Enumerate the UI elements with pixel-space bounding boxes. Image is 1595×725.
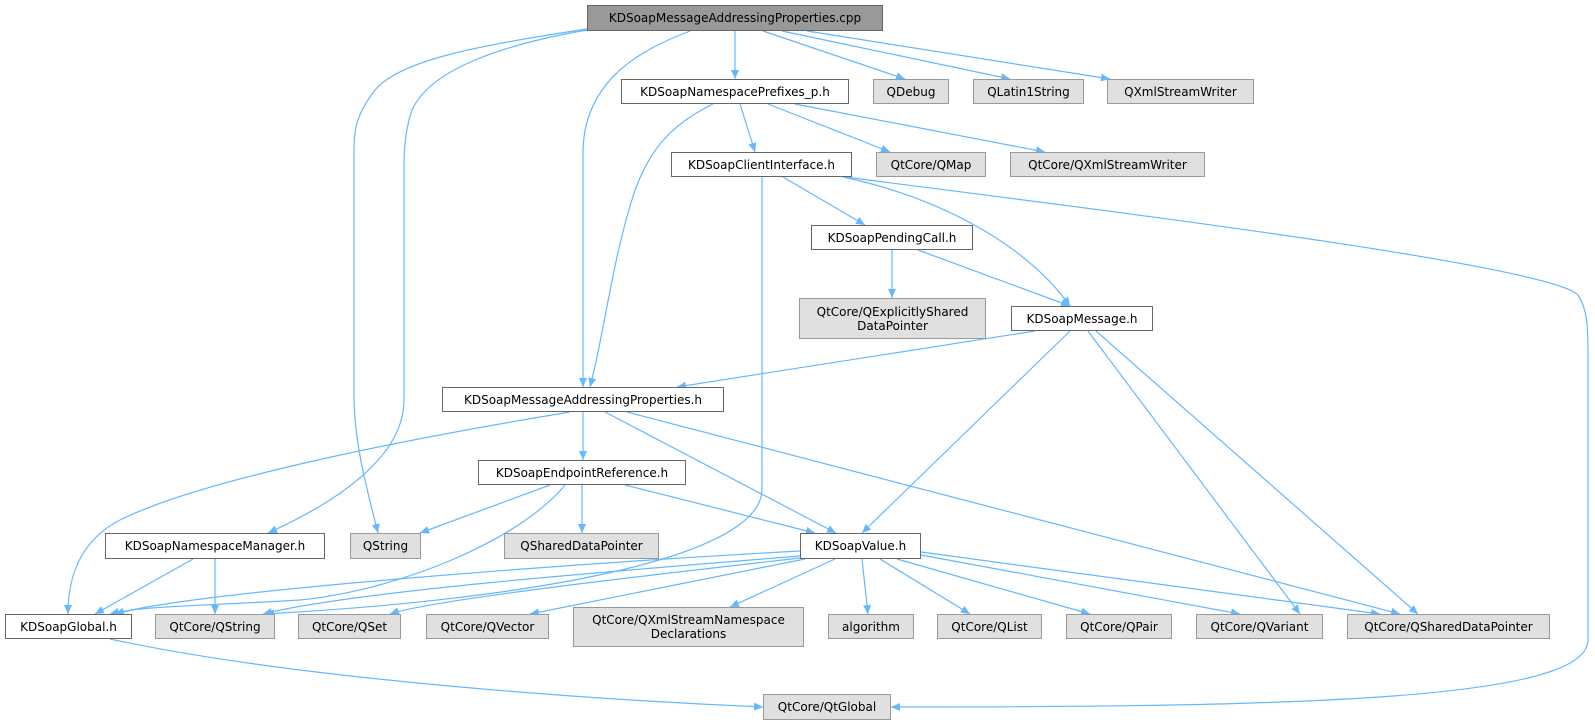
edge-message-to-qcsdp <box>1095 330 1419 615</box>
edge-main-to-qstring <box>353 28 588 534</box>
edge-clientif-to-message <box>842 176 1071 307</box>
edge-epr-to-qstring <box>419 484 551 534</box>
node-qcxmlsw[interactable]: QtCore/QXmlStreamWriter <box>1010 152 1205 177</box>
edge-maph-to-global <box>64 411 571 615</box>
node-algorithm[interactable]: algorithm <box>828 614 914 639</box>
edge-global-to-qtglobal <box>109 638 764 711</box>
edge-maph-to-value <box>604 411 837 534</box>
node-qstring[interactable]: QString <box>350 533 421 559</box>
edge-epr-to-global <box>109 484 566 616</box>
node-nsprefixes[interactable]: KDSoapNamespacePrefixes_p.h <box>621 79 849 104</box>
edge-message-to-value <box>861 330 1071 534</box>
edge-main-to-nsmgr <box>267 29 588 534</box>
edge-value-to-algorithm <box>861 558 872 615</box>
edge-maph-to-qcsdp <box>626 411 1401 616</box>
edge-nsprefixes-to-qcxmlsw <box>794 103 1046 155</box>
edge-value-to-qlist <box>879 558 971 615</box>
node-global[interactable]: KDSoapGlobal.h <box>5 614 132 639</box>
node-qcsdp[interactable]: QtCore/QSharedDataPointer <box>1347 614 1550 639</box>
node-qvariant[interactable]: QtCore/QVariant <box>1196 614 1323 639</box>
edge-main-to-qdebug <box>762 30 906 80</box>
node-qlatin1[interactable]: QLatin1String <box>973 79 1084 104</box>
node-qxmlsw[interactable]: QXmlStreamWriter <box>1107 79 1254 104</box>
edge-nsprefixes-to-clientif <box>739 103 757 153</box>
edge-pending-to-message <box>917 249 1071 307</box>
edge-value-to-qpair <box>896 558 1091 616</box>
node-pending[interactable]: KDSoapPendingCall.h <box>811 225 973 250</box>
edge-message-to-maph <box>676 330 1036 390</box>
edge-value-to-global <box>114 550 801 616</box>
node-qexpl[interactable]: QtCore/QExplicitlyShared DataPointer <box>799 298 986 339</box>
node-qpair[interactable]: QtCore/QPair <box>1066 614 1172 639</box>
node-qlist[interactable]: QtCore/QList <box>937 614 1042 639</box>
node-qcqstring[interactable]: QtCore/QString <box>155 614 275 639</box>
edge-value-to-qcqstring <box>262 555 801 616</box>
node-qmap[interactable]: QtCore/QMap <box>876 152 986 177</box>
node-qvector[interactable]: QtCore/QVector <box>426 614 549 639</box>
edge-value-to-qxmlns <box>729 558 836 608</box>
edge-main-to-maph <box>579 30 691 387</box>
edge-nsprefixes-to-qmap <box>767 103 891 153</box>
edge-main-to-qlatin1 <box>781 30 1011 82</box>
edge-value-to-qset <box>389 557 801 615</box>
node-value[interactable]: KDSoapValue.h <box>800 533 921 559</box>
edge-nsprefixes-to-maph <box>588 103 714 388</box>
node-qtglobal[interactable]: QtCore/QtGlobal <box>763 694 891 720</box>
node-main: KDSoapMessageAddressingProperties.cpp <box>587 5 883 31</box>
edge-message-to-qvariant <box>1087 330 1301 615</box>
node-qxmlns[interactable]: QtCore/QXmlStreamNamespace Declarations <box>573 607 804 647</box>
node-message[interactable]: KDSoapMessage.h <box>1011 306 1153 331</box>
edge-nsmgr-to-global <box>94 558 194 615</box>
node-nsmgr[interactable]: KDSoapNamespaceManager.h <box>105 533 325 559</box>
edge-value-to-qvariant <box>920 554 1241 617</box>
edge-main-to-qxmlsw <box>806 30 1111 82</box>
node-maph[interactable]: KDSoapMessageAddressingProperties.h <box>442 387 724 412</box>
node-clientif[interactable]: KDSoapClientInterface.h <box>671 152 852 177</box>
node-qdebug[interactable]: QDebug <box>873 79 949 104</box>
edge-value-to-qvector <box>529 558 806 617</box>
edge-clientif-to-qtglobal <box>844 176 1589 711</box>
node-epr[interactable]: KDSoapEndpointReference.h <box>478 460 686 485</box>
node-qset[interactable]: QtCore/QSet <box>298 614 401 639</box>
edge-epr-to-value <box>624 484 816 535</box>
edge-clientif-to-pending <box>782 176 866 226</box>
node-qsdp[interactable]: QSharedDataPointer <box>504 533 659 559</box>
edge-value-to-qcsdp <box>920 551 1381 617</box>
